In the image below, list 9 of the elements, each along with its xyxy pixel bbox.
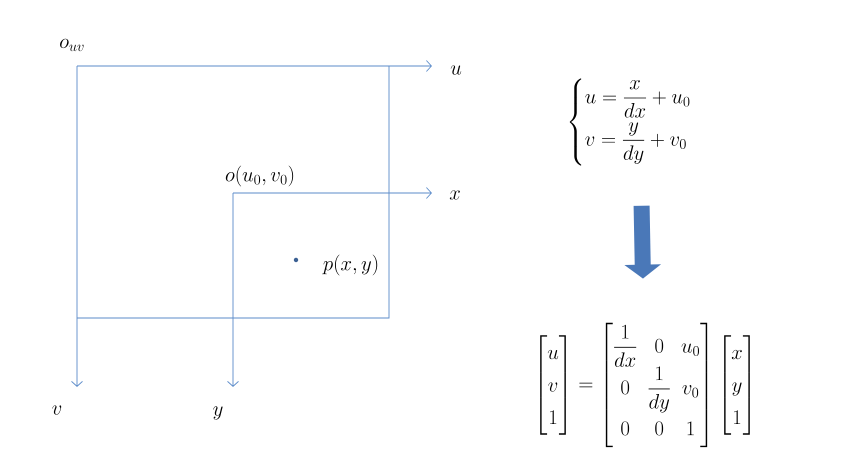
axis-label: $x$	[450, 190, 460, 200]
axis-label: $y$	[213, 406, 223, 420]
axis-label: $u$	[450, 65, 462, 75]
axis-label: $o_{uv}$	[60, 38, 84, 52]
axis-label: $p(x,y)$	[322, 254, 378, 276]
formula: $\begin{bmatrix}u\\v\\1\end{bmatrix}=\begin{bmatrix}\dfrac{1}{dx}&0&u_0\\0&\dfrac{1}{dy}&v_0\\0&0&1\end{bmatrix}\begin{bmatrix}x\\y\\1\end{bmatrix}$	[540, 322, 750, 448]
axis-label: $v$	[52, 405, 62, 415]
formula: $\begin{cases} u=\dfrac{x}{dx}+u_0 \\[10pt] v=\dfrac{y}{dy}+v_0 \end{cases}$	[570, 78, 690, 166]
axis-label: $o(u_0,v_0)$	[226, 166, 294, 186]
